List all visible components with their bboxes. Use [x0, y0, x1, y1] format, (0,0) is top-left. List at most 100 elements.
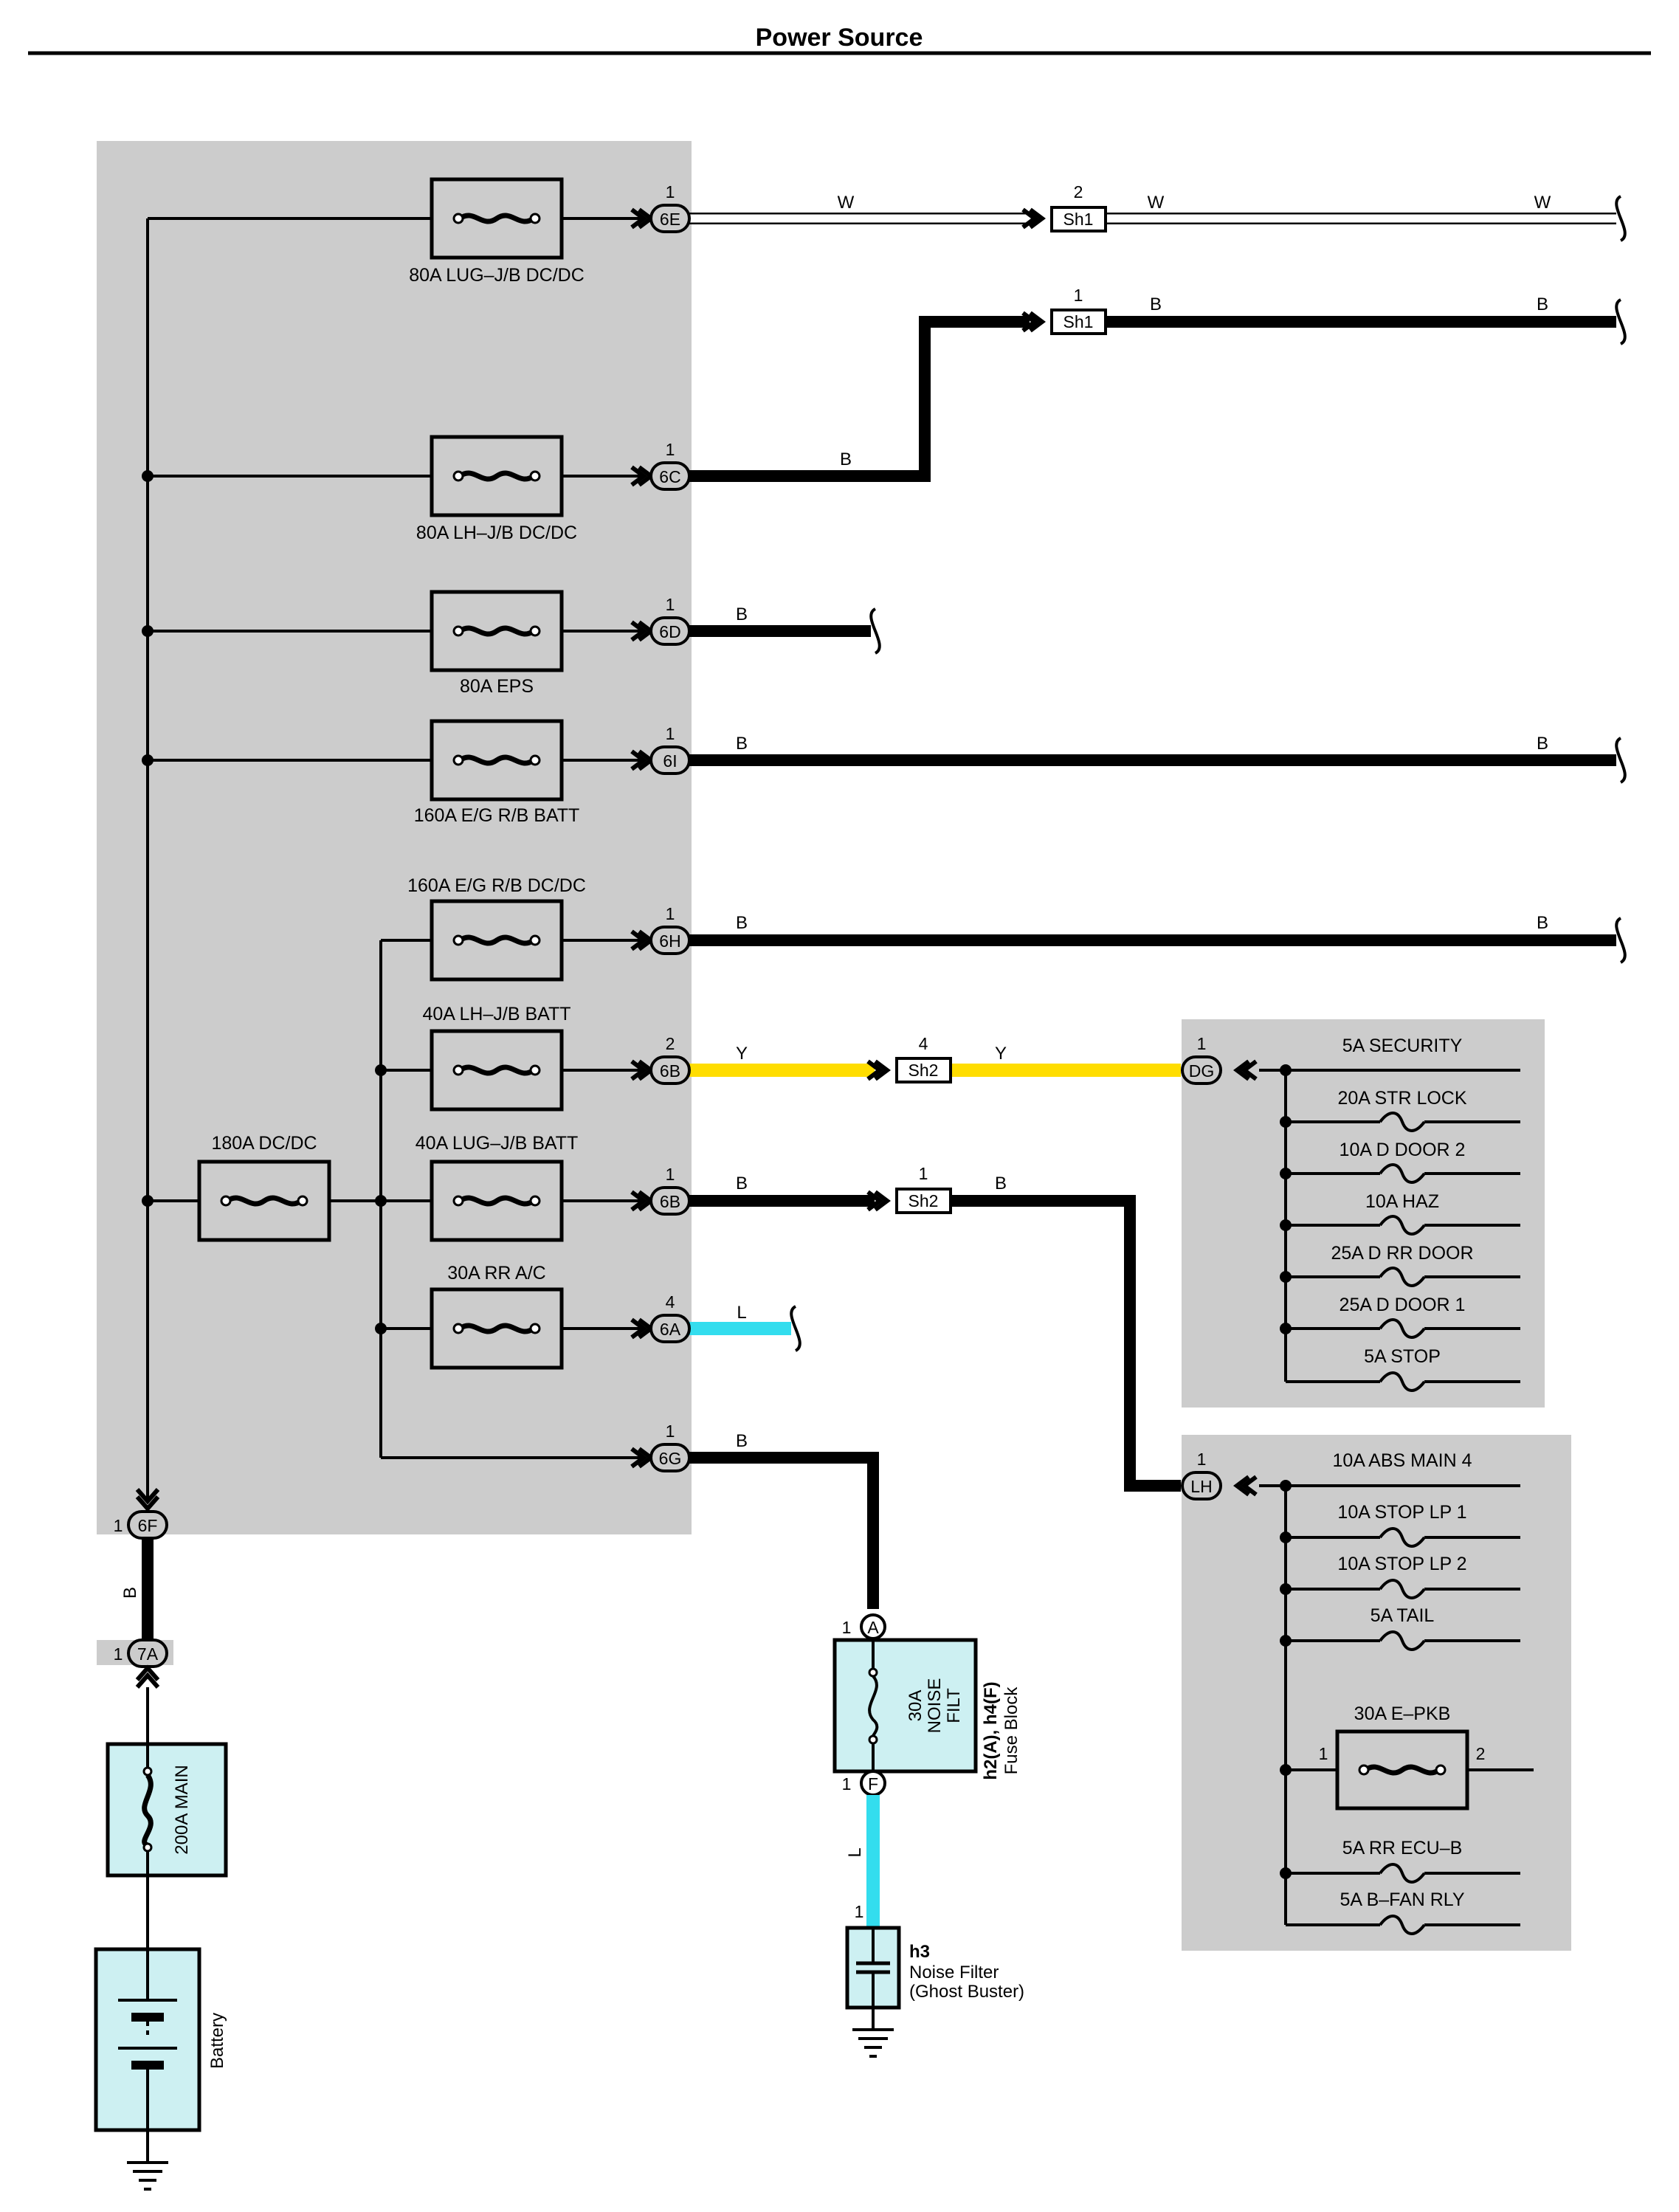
connector-6c-label: 6C: [659, 467, 680, 486]
wire-6i-color-1: B: [736, 734, 748, 754]
splice-sh2-pin1: Sh2 1: [895, 1164, 952, 1214]
lh-fuse-5-label: 5A B–FAN RLY: [1340, 1889, 1464, 1910]
lh-fuse-2-label: 10A STOP LP 2: [1337, 1554, 1466, 1574]
wire-6b-y: Y Y: [688, 1044, 1181, 1079]
connector-6b-pin2-label: 6B: [660, 1061, 680, 1081]
connector-6h-label: 6H: [659, 931, 680, 951]
dg-fuse-3-label: 10A HAZ: [1365, 1191, 1439, 1212]
noise-filter-name-1: Noise Filter: [909, 1963, 999, 1982]
connector-6b-pin1-pin: 1: [666, 1165, 675, 1184]
lh-fuse-5: 5A B–FAN RLY: [1286, 1889, 1520, 1935]
connector-dg-pin: 1: [1197, 1034, 1207, 1053]
wire-6b-b-color-1: B: [736, 1174, 748, 1193]
fuse-f8-label: 30A RR A/C: [447, 1263, 545, 1284]
dg-fuse-1-label: 20A STR LOCK: [1337, 1088, 1466, 1109]
connector-6d-label: 6D: [659, 622, 680, 641]
connector-lh-pin: 1: [1197, 1450, 1207, 1469]
connector-f-pin: 1: [842, 1774, 852, 1794]
wire-6a-color: L: [737, 1303, 746, 1323]
page-title: Power Source: [756, 24, 923, 52]
splice-sh2-pin1-label: Sh2: [909, 1191, 939, 1210]
dg-fuse-1: 20A STR LOCK: [1280, 1088, 1520, 1132]
noise-filter-ground-icon: [852, 2028, 894, 2058]
dg-junction-panel: [1182, 1019, 1545, 1408]
fuse-row-6d: 80A EPS: [142, 590, 651, 697]
lh-junction-panel: [1182, 1435, 1571, 1951]
wire-6h-color-1: B: [736, 913, 748, 933]
relay-block-panel: [97, 141, 692, 1534]
connector-6b-pin2: 6B 2: [649, 1034, 691, 1085]
wire-fuseblock-color: L: [845, 1847, 865, 1857]
fuse-f5-label: 160A E/G R/B DC/DC: [407, 875, 586, 896]
connector-6e-pin: 1: [666, 182, 675, 201]
fuse-f2-label: 80A LH–J/B DC/DC: [416, 523, 577, 543]
battery-label: Battery: [207, 2013, 227, 2069]
lh-epkb-label: 30A E–PKB: [1354, 1703, 1451, 1724]
dg-fuse-6: 5A STOP: [1286, 1346, 1520, 1392]
noise-filter: 1 h3 Noise Filter (Ghost Buster): [845, 1902, 1024, 2058]
connector-6g: 6G 1: [649, 1422, 691, 1472]
dg-fuse-4: 25A D RR DOOR: [1280, 1243, 1520, 1287]
wire-6e-w: W W W: [688, 193, 1627, 242]
main-fuse-label: 200A MAIN: [172, 1765, 192, 1854]
connector-6e: 6E 1: [649, 182, 691, 233]
lh-fuse-0-label: 10A ABS MAIN 4: [1333, 1450, 1472, 1471]
connector-6g-label: 6G: [659, 1449, 682, 1468]
wire-main-color: B: [120, 1587, 140, 1599]
dg-fuse-6-label: 5A STOP: [1364, 1346, 1441, 1367]
connector-6c: 6C 1: [649, 440, 691, 491]
dg-fuse-4-label: 25A D RR DOOR: [1331, 1243, 1473, 1264]
noise-filter-code: h3: [909, 1942, 930, 1962]
lh-fuse-0: 10A ABS MAIN 4: [1280, 1450, 1520, 1492]
dg-fuse-5: 25A D DOOR 1: [1280, 1295, 1520, 1339]
connector-7a-label: 7A: [137, 1644, 159, 1664]
connector-6i-label: 6I: [663, 751, 677, 771]
wire-6g-color: B: [736, 1431, 748, 1451]
wire-6b-b: B B: [688, 1174, 1181, 1492]
splice-sh1-pin1-pin: 1: [1074, 286, 1083, 305]
connector-a-pin: 1: [842, 1618, 852, 1637]
lh-epkb-pin-right: 2: [1476, 1744, 1486, 1763]
lh-fuse-3-label: 5A TAIL: [1371, 1605, 1435, 1626]
fuse-f3-label: 80A EPS: [460, 676, 534, 697]
lh-fuse-1-label: 10A STOP LP 1: [1337, 1502, 1466, 1523]
dg-fuse-0: 5A SECURITY: [1280, 1036, 1520, 1076]
fuse-block: A 1 30A NOISE FILT h2(A), h4(F) Fuse Blo…: [832, 1613, 1021, 1928]
splice-sh2-pin1-pin: 1: [919, 1164, 928, 1183]
lh-fuse-4-label: 5A RR ECU–B: [1342, 1838, 1463, 1858]
connector-6e-label: 6E: [660, 210, 680, 229]
splice-sh1-pin2: Sh1 2: [1050, 182, 1107, 232]
connector-6b-pin1: 6B 1: [649, 1165, 691, 1216]
connector-lh: [1181, 1471, 1222, 1500]
wire-6i-color-2: B: [1537, 734, 1548, 754]
wire-6a-l: L: [688, 1303, 801, 1352]
fuse-row-6a: 30A RR A/C: [375, 1263, 651, 1370]
connector-dg-label: DG: [1189, 1061, 1215, 1081]
fuse-f4-label: 160A E/G R/B BATT: [414, 805, 580, 826]
noise-filter-pin: 1: [855, 1902, 864, 1921]
fuse-row-6i: 160A E/G R/B BATT: [142, 719, 651, 826]
fuse-block-inner-2: NOISE: [925, 1678, 945, 1734]
connector-dg: [1181, 1055, 1222, 1085]
wire-6h-color-2: B: [1537, 913, 1548, 933]
connector-a-label: A: [867, 1618, 879, 1637]
battery: Battery: [94, 1947, 227, 2191]
connector-6b-pin1-label: 6B: [660, 1192, 680, 1211]
wire-6c-color-3: B: [1537, 294, 1548, 314]
connector-badges: 6E 1 6C 1 6D 1 6I 1 6H 1 6B 2: [649, 182, 691, 1472]
wire-6b-b-color-2: B: [995, 1174, 1007, 1193]
splice-sh1-pin2-pin: 2: [1074, 182, 1083, 201]
wire-6i-b: B B: [688, 734, 1627, 784]
fuse-row-6b-1: 40A LUG–J/B BATT 180A DC/DC: [142, 1133, 651, 1242]
wire-6c-color-1: B: [840, 449, 852, 469]
wire-6e-color-2: W: [1148, 193, 1165, 213]
dg-fuse-3: 10A HAZ: [1280, 1191, 1520, 1236]
wire-6d-b: B: [688, 604, 881, 655]
fuse-block-name: Fuse Block: [1001, 1686, 1021, 1775]
splice-sh1-pin1: Sh1 1: [1050, 286, 1107, 335]
splice-sh2-pin4-label: Sh2: [909, 1061, 939, 1080]
noise-filter-name-2: (Ghost Buster): [909, 1982, 1024, 2002]
connector-6a: 6A 4: [649, 1292, 691, 1343]
lh-fuse-2: 10A STOP LP 2: [1280, 1554, 1520, 1599]
